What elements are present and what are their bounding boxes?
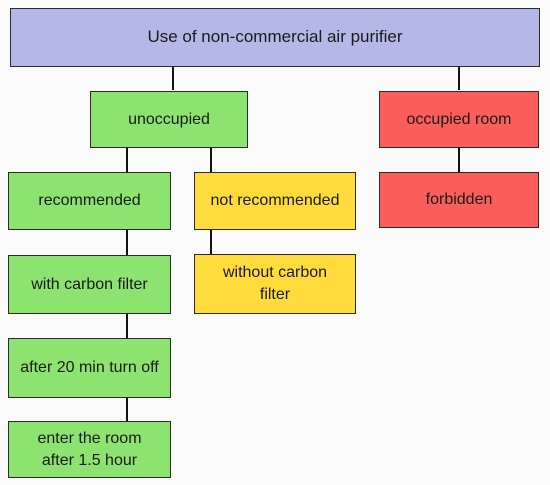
connector-line (126, 313, 128, 339)
not-recommended-node: not recommended (194, 172, 356, 230)
without-carbon-filter-label: without carbon filter (222, 264, 328, 303)
connector-line (458, 147, 460, 173)
unoccupied-node: unoccupied (90, 91, 248, 148)
enter-room-node: enter the room after 1.5 hour (8, 421, 171, 478)
after-20-min-node: after 20 min turn off (8, 338, 171, 398)
connector-line (126, 229, 128, 255)
not-recommended-label: not recommended (210, 192, 340, 210)
connector-line (172, 66, 174, 90)
connector-line (210, 147, 212, 173)
title-node: Use of non-commercial air purifier (10, 8, 540, 67)
after-20-min-label: after 20 min turn off (20, 359, 159, 377)
enter-room-label: enter the room after 1.5 hour (37, 429, 142, 469)
recommended-label: recommended (38, 192, 141, 210)
connector-line (458, 66, 460, 90)
without-carbon-filter-node: without carbon filter (194, 254, 356, 314)
connector-line (126, 147, 128, 173)
occupied-room-node: occupied room (379, 91, 539, 148)
connector-line (210, 229, 212, 255)
with-carbon-filter-label: with carbon filter (31, 275, 148, 293)
forbidden-label: forbidden (425, 191, 493, 209)
title-text: Use of non-commercial air purifier (147, 27, 403, 47)
with-carbon-filter-node: with carbon filter (8, 255, 171, 314)
forbidden-node: forbidden (379, 172, 539, 228)
unoccupied-label: unoccupied (128, 110, 210, 128)
recommended-node: recommended (8, 172, 171, 230)
connector-line (126, 397, 128, 422)
occupied-room-label: occupied room (406, 110, 512, 128)
